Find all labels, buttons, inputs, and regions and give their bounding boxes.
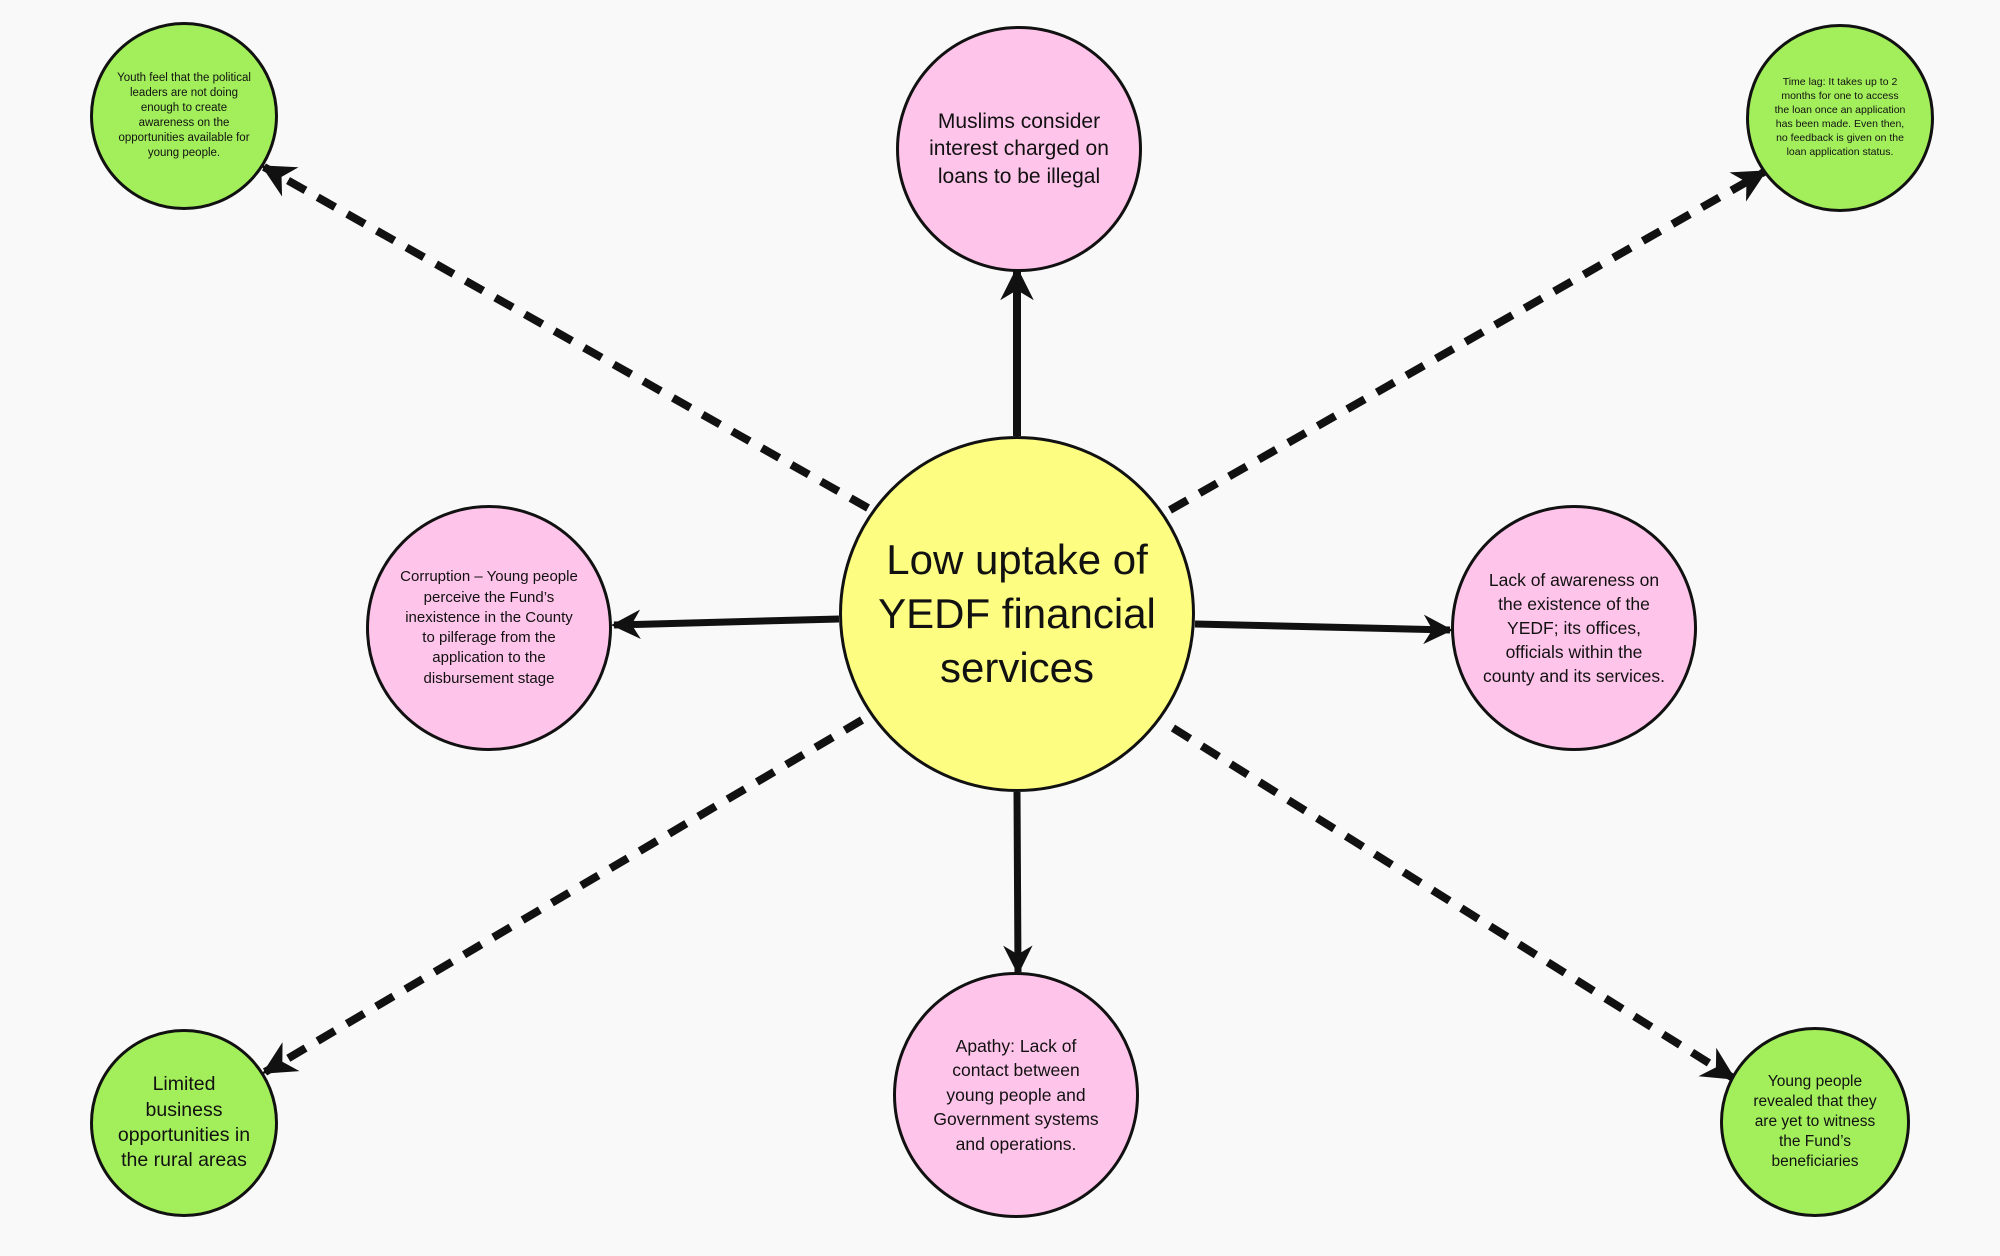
cause-node-top-right-label: Time lag: It takes up to 2 months for on…	[1774, 76, 1906, 158]
cause-node-top-left: Youth feel that the political leaders ar…	[90, 22, 278, 210]
cause-node-bottom-label: Apathy: Lack of contact between young pe…	[933, 1035, 1099, 1154]
cause-node-left: Corruption – Young people perceive the F…	[366, 505, 612, 751]
cause-node-bottom: Apathy: Lack of contact between young pe…	[893, 972, 1139, 1218]
dashed-arrow-to-bottom-left	[262, 716, 865, 1076]
cause-node-bottom-left: Limited business opportunities in the ru…	[90, 1029, 278, 1217]
cause-node-left-label: Corruption – Young people perceive the F…	[400, 568, 578, 687]
cause-node-bottom-right: Young people revealed that they are yet …	[1720, 1027, 1910, 1217]
cause-node-bottom-right-label: Young people revealed that they are yet …	[1753, 1072, 1877, 1171]
cause-node-top-label: Muslims consider interest charged on loa…	[929, 110, 1109, 188]
cause-node-top-right: Time lag: It takes up to 2 months for on…	[1746, 24, 1934, 212]
dashed-arrow-to-top-right	[1168, 168, 1767, 514]
arrow-to-bottom	[1003, 791, 1033, 975]
cause-node-right-label: Lack of awareness on the existence of th…	[1483, 569, 1665, 687]
dashed-arrow-to-bottom-right	[1170, 724, 1736, 1082]
cause-node-bottom-left-label: Limited business opportunities in the ru…	[117, 1073, 251, 1172]
center-node: Low uptake of YEDF financial services	[839, 436, 1195, 792]
dashed-arrow-to-top-left	[261, 163, 870, 512]
cause-node-top-left-label: Youth feel that the political leaders ar…	[117, 72, 251, 159]
cause-node-top: Muslims consider interest charged on loa…	[896, 26, 1142, 272]
arrow-to-left	[611, 609, 840, 639]
arrow-to-right	[1194, 614, 1453, 645]
cause-node-right: Lack of awareness on the existence of th…	[1451, 505, 1697, 751]
center-node-label: Low uptake of YEDF financial services	[878, 536, 1156, 691]
